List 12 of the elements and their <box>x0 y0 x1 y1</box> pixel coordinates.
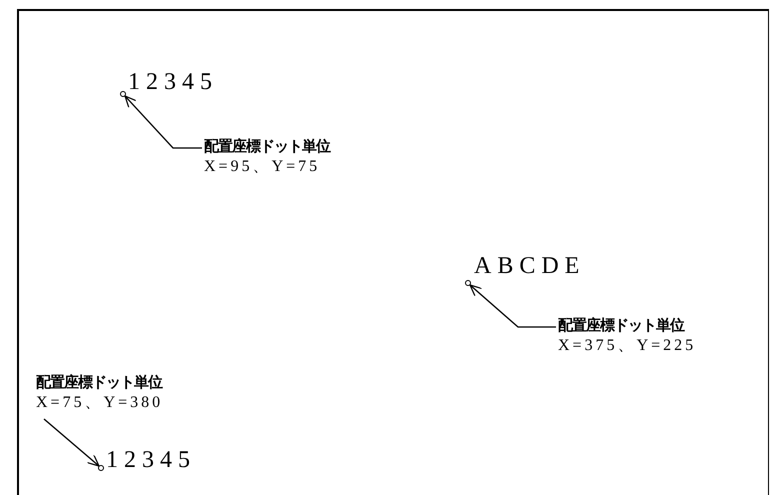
leader-line <box>44 418 100 467</box>
sample-text: ABCDE <box>474 252 586 280</box>
leader-line <box>469 284 556 328</box>
coordinate-text: X=375、Y=225 <box>558 336 698 356</box>
callout-heading: 配置座標ドット単位 <box>558 316 686 336</box>
sample-text: 12345 <box>128 68 218 96</box>
leader-line <box>124 95 202 149</box>
callout-heading: 配置座標ドット単位 <box>204 137 332 157</box>
coordinate-text: X=95、Y=75 <box>204 157 322 177</box>
sample-text: 12345 <box>106 446 196 474</box>
callout-heading: 配置座標ドット単位 <box>36 373 164 393</box>
coordinate-text: X=75、Y=380 <box>36 393 164 413</box>
